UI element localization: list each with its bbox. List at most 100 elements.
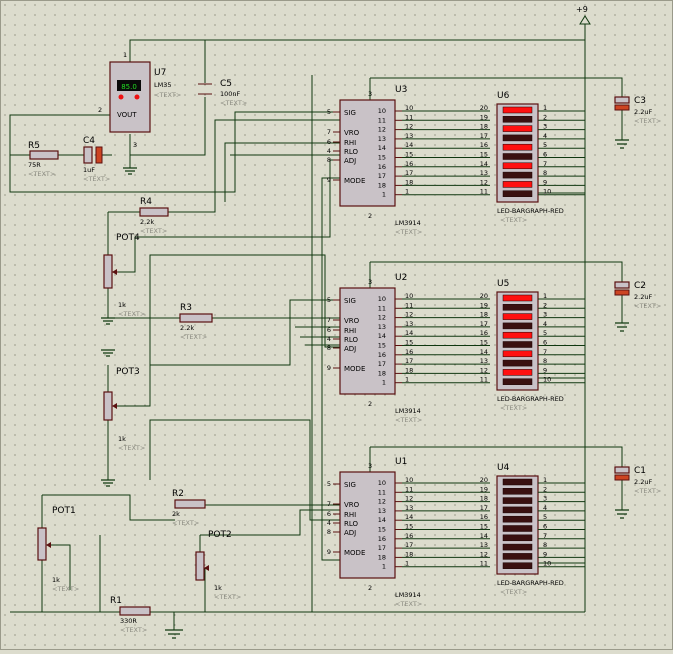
driver-ic-pin-num: 8 [327,344,331,352]
bargraph-text: <TEXT> [500,404,527,412]
sensor-display: 85.0 [121,83,137,91]
driver-ic-ref: U2 [395,273,407,283]
bargraph-pin-in: 12 [480,366,488,374]
driver-ic-text: <TEXT> [395,228,422,236]
driver-ic-pin-label: SIG [344,297,356,305]
bargraph-pin-out: 8 [543,357,547,365]
driver-ic-pin-label: RLO [344,520,359,528]
driver-ic-out-num: 11 [405,485,413,493]
bargraph-pin-in: 16 [480,141,488,149]
cap-ref: C1 [634,466,646,476]
driver-ic-pin-num: 14 [378,516,386,524]
driver-ic-pin-label: SIG [344,109,356,117]
bargraph-part: LED-BARGRAPH-RED [497,207,564,215]
driver-ic-text: <TEXT> [395,416,422,424]
driver-ic-out-num: 13 [405,320,413,328]
led-segment [502,488,533,495]
driver-ic-pin-num: 16 [378,351,386,359]
pot3-body [103,391,113,421]
bargraph-pin-out: 4 [543,320,547,328]
r4-body [139,207,169,217]
driver-ic-pin-num: 5 [327,296,331,304]
driver-ic-pin-num: 4 [327,335,331,343]
pot4-text: <TEXT> [118,310,145,318]
led-segment [502,506,533,514]
driver-ic-out-num: 16 [405,160,413,168]
bargraph-pin-in: 20 [480,476,488,484]
c5-text: <TEXT> [220,99,247,107]
driver-ic-out-num: 15 [405,151,413,159]
power-terminal: +9 [576,5,591,25]
driver-ic-pin-num: 4 [327,147,331,155]
driver-ic-pin-label: VRO [344,317,360,325]
potentiometer-pot2: POT2 1k <TEXT> [195,530,241,601]
led-segment [502,313,533,320]
bargraph-pin-out: 7 [543,532,547,540]
r3-body [179,313,213,323]
bargraph-pin-out: 3 [543,311,547,319]
driver-ic-pin-top: 3 [368,90,372,98]
c4-text: <TEXT> [83,175,110,183]
r5-ref: R5 [28,141,40,151]
driver-ic-pin-num: 13 [378,135,386,143]
bargraph-ref: U5 [497,279,509,289]
sensor-text: <TEXT> [154,91,181,99]
led-segment [502,116,533,123]
sensor-value: LM35 [154,81,172,89]
driver-ic-out-num: 14 [405,513,413,521]
driver-ic-pin-num: 13 [378,507,386,515]
driver-ic-body [339,471,396,579]
sensor-pin-label: VOUT [117,111,137,119]
bargraph-pin-in: 17 [480,320,488,328]
led-segment [502,125,533,132]
bargraph-pin-in: 15 [480,151,488,159]
driver-ic-out-num: 15 [405,339,413,347]
sensor-pin-3: 3 [133,141,137,149]
bargraph-pin-out: 10 [543,376,551,384]
bargraph-pin-out: 9 [543,178,547,186]
pot1-value: 1k [52,576,60,584]
bargraph-pin-in: 18 [480,495,488,503]
driver-ic-pin-num: 7 [327,128,331,136]
driver-ic-pin-num: 6 [327,510,331,518]
cap-ref: C2 [634,281,646,291]
capacitor-c2: C22.2uF<TEXT> [614,281,661,310]
bargraph-pin-in: 19 [480,485,488,493]
power-label: +9 [576,5,588,14]
pot2-text: <TEXT> [214,593,241,601]
driver-ic-pin-num: 17 [378,360,386,368]
capacitor-c4: C4 1uF <TEXT> [83,136,110,183]
driver-ic-pin-num: 10 [378,479,386,487]
driver-ic-pin-top: 3 [368,278,372,286]
driver-ic-pin-num: 17 [378,172,386,180]
driver-ic-pin-num: 15 [378,342,386,350]
bargraph-pin-out: 6 [543,339,547,347]
bargraph-pin-out: 3 [543,495,547,503]
capacitor-c3: C32.2uF<TEXT> [614,96,661,125]
driver-ic-pin-label: RLO [344,336,359,344]
bargraph-pin-out: 7 [543,348,547,356]
driver-ic-pin-bottom: 2 [368,584,372,592]
sensor-button-right [134,94,140,100]
driver-ic-pin-label: RHI [344,327,356,335]
cap-text: <TEXT> [634,302,661,310]
driver-ic-pin-num: 17 [378,544,386,552]
bargraph-pin-in: 13 [480,541,488,549]
led-segment [502,304,533,311]
r2-ref: R2 [172,489,184,499]
sensor-pin-1: 1 [123,51,127,59]
driver-ic-pin-num: 8 [327,528,331,536]
sensor-u7: 85.0 VOUT U7 LM35 <TEXT> 1 2 3 [98,51,181,149]
led-segment [502,359,533,367]
led-segment [502,294,533,302]
driver-ic-pin-num: 7 [327,500,331,508]
bargraph-pin-out: 1 [543,104,547,112]
bargraph-pin-out: 6 [543,151,547,159]
r2-value: 2k [172,510,180,518]
led-segment [502,171,533,179]
bargraph-pin-out: 7 [543,160,547,168]
cap-plate-top [614,281,630,289]
